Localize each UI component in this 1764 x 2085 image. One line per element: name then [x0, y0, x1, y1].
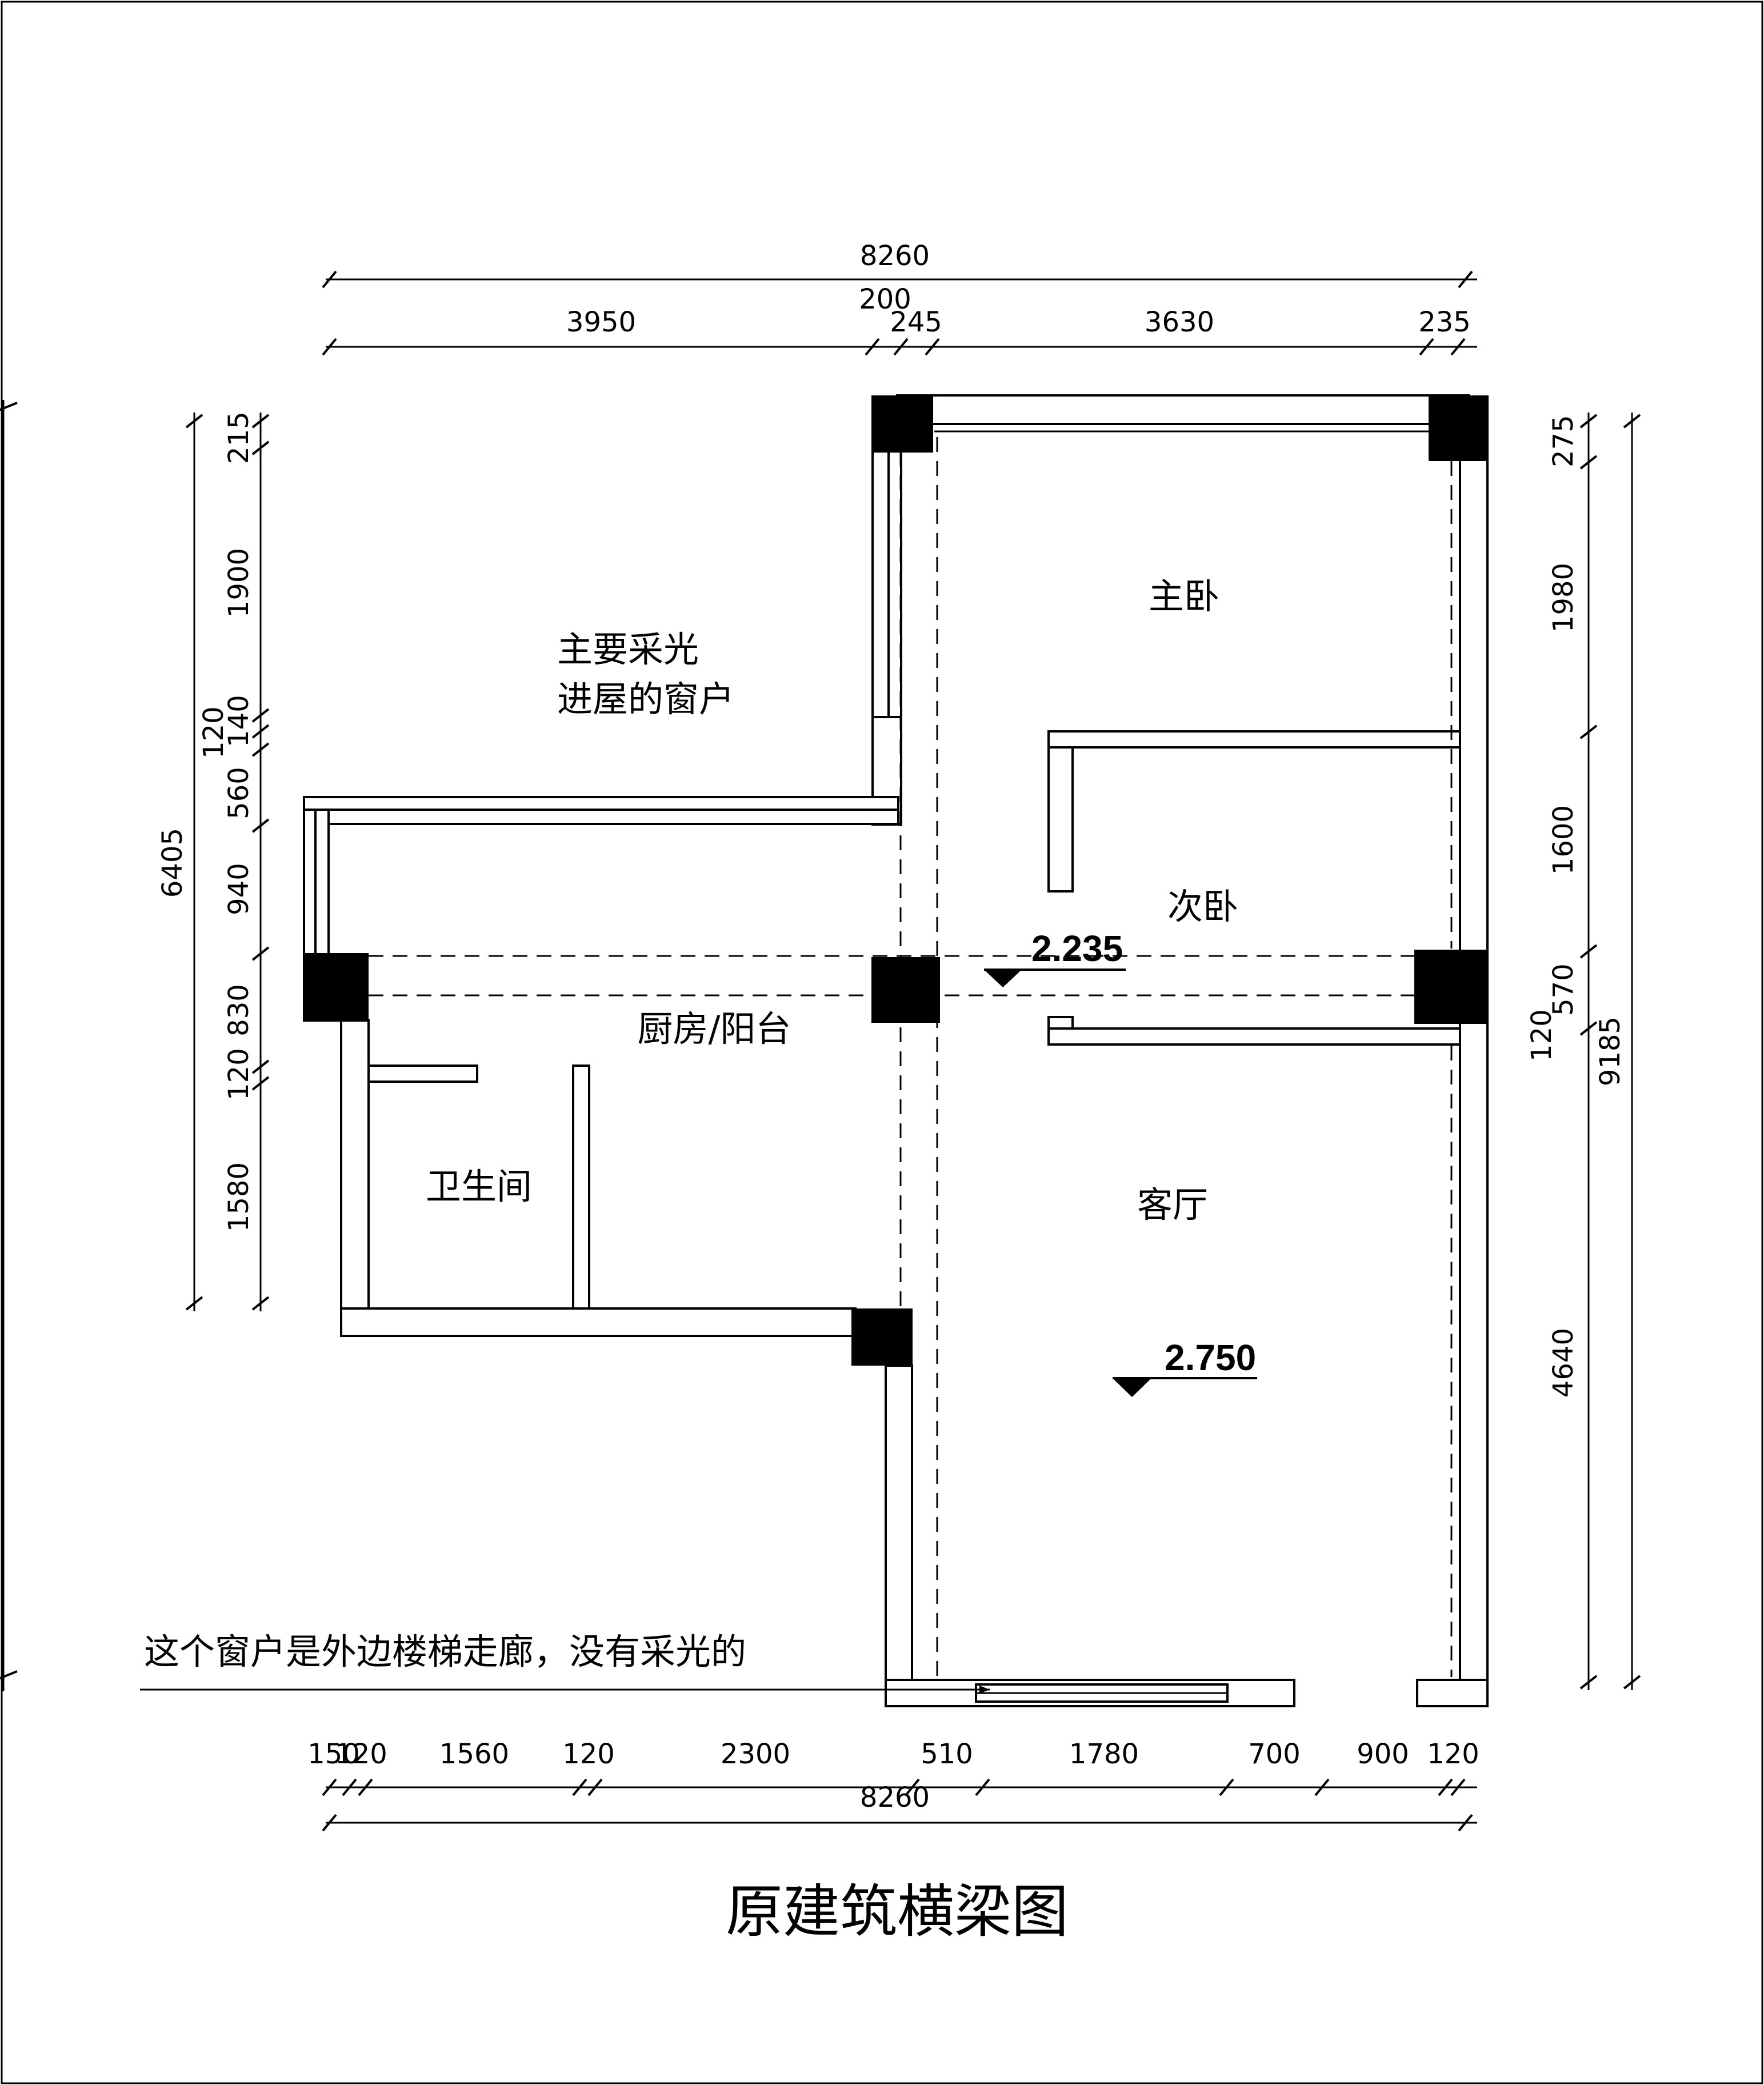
top-wall [896, 394, 1470, 425]
top-total-dim: 8260 [860, 240, 930, 272]
left-dim-5: 560 [223, 767, 255, 819]
top-dimensions: 8260 3950 200 245 3630 235 [322, 240, 1477, 356]
bathroom-bottom-wall [340, 1307, 857, 1337]
right-dim-3: 1600 [1547, 805, 1579, 875]
main-window-wall [871, 450, 890, 727]
bottom-dim-9: 900 [1357, 1738, 1409, 1770]
living-west-wall [885, 1364, 913, 1684]
right-dim-4: 570 [1547, 963, 1579, 1016]
left-dimensions: 6405 215 1900 120 140 560 940 830 120 15… [157, 411, 270, 1311]
bottom-dim-8: 700 [1248, 1738, 1301, 1770]
bottom-dim-4: 120 [562, 1738, 615, 1770]
top-total-ticks [322, 270, 1473, 289]
top-dim-3: 245 [890, 306, 942, 338]
column-top-right [1429, 395, 1489, 461]
left-dim-2: 1900 [223, 548, 255, 618]
note-leader-arrow [979, 1686, 990, 1694]
right-total-ticks [1623, 414, 1641, 1690]
bottom-total-ticks [322, 1814, 1473, 1832]
left-dim-8: 120 [223, 1048, 255, 1100]
room-label-kitchen-balcony: 厨房/阳台 [638, 1008, 791, 1050]
living-partition [1047, 1027, 1461, 1046]
column-top-left [871, 395, 933, 453]
beams [369, 437, 1453, 1680]
left-window-wall [303, 809, 317, 955]
left-total-ticks [185, 414, 203, 1311]
column-right [1414, 950, 1489, 1024]
top-dim-ticks [322, 338, 1466, 356]
bathroom-right-partition [572, 1064, 590, 1310]
right-dim-5: 120 [1526, 1009, 1558, 1062]
bottom-dim-3: 1560 [439, 1738, 509, 1770]
bedroom-partition [1047, 730, 1461, 749]
room-label-bathroom: 卫生间 [426, 1166, 532, 1207]
bottom-dim-10: 120 [1427, 1738, 1479, 1770]
right-dim-ticks [1579, 414, 1598, 1690]
bottom-dim-7: 1780 [1069, 1738, 1139, 1770]
bedroom-partition-stub [1047, 746, 1074, 893]
left-window-frame [314, 809, 330, 955]
bottom-dim-5: 2300 [721, 1738, 790, 1770]
top-dim-4: 3630 [1145, 306, 1214, 338]
room-label-master-bedroom: 主卧 [1149, 575, 1219, 617]
bottom-total-dim: 8260 [860, 1782, 930, 1814]
level-triangle-a [984, 970, 1022, 987]
level-triangle-b [1113, 1378, 1151, 1397]
bottom-dim-6: 510 [921, 1738, 973, 1770]
bottom-dim-2: 120 [335, 1738, 387, 1770]
note-main-window-line2: 进屋的窗户 [557, 678, 734, 720]
living-bottom-wall-right [1416, 1679, 1489, 1707]
left-dim-6: 940 [223, 863, 255, 915]
room-label-living-room: 客厅 [1137, 1184, 1208, 1226]
balcony-window-wall [303, 796, 899, 811]
left-dim-1: 215 [223, 411, 255, 464]
note-main-window-line1: 主要采光 [557, 629, 699, 670]
note-stair-window: 这个窗户是外边楼梯走廊，没有采光的 [144, 1631, 746, 1672]
columns [303, 395, 1489, 1366]
right-dim-6: 4640 [1547, 1328, 1579, 1398]
left-dim-7: 830 [223, 984, 255, 1037]
top-dim-2: 200 [859, 283, 911, 315]
right-dim-2: 1980 [1547, 563, 1579, 633]
top-dim-5: 235 [1418, 306, 1471, 338]
column-lower [851, 1308, 913, 1366]
right-dim-1: 275 [1547, 415, 1579, 467]
left-total-dim: 6405 [157, 828, 189, 898]
left-dim-ticks [251, 414, 270, 1311]
walls [303, 394, 1489, 1707]
left-dim-3: 120 [198, 706, 230, 759]
left-edge-ticks [0, 402, 18, 1680]
column-center [871, 957, 940, 1023]
column-left [303, 953, 369, 1022]
top-dim-1: 3950 [566, 306, 636, 338]
balcony-window-frame [327, 809, 899, 825]
left-wall-lower [340, 1019, 370, 1337]
level-label-b: 2.750 [1165, 1337, 1256, 1378]
right-dimensions: 275 1980 1600 570 120 4640 9185 [1526, 413, 1641, 1690]
drawing-title: 原建筑横梁图 [726, 1878, 1069, 1945]
bottom-dimensions: 150 120 1560 120 2300 510 1780 700 900 1… [307, 1738, 1479, 1832]
bottom-dim-ticks [322, 1778, 1466, 1796]
level-markers: 2.235 2.750 [984, 928, 1257, 1397]
bathroom-top-partition [367, 1064, 478, 1083]
level-label-a: 2.235 [1031, 928, 1123, 969]
right-wall [1459, 456, 1489, 1707]
main-window-frame [887, 450, 902, 727]
right-total-dim: 9185 [1594, 1017, 1626, 1086]
room-label-second-bedroom: 次卧 [1167, 886, 1238, 927]
left-dim-9: 1580 [223, 1162, 255, 1232]
left-dim-4: 140 [223, 695, 255, 747]
bottom-dim-1: 150 [307, 1738, 360, 1770]
